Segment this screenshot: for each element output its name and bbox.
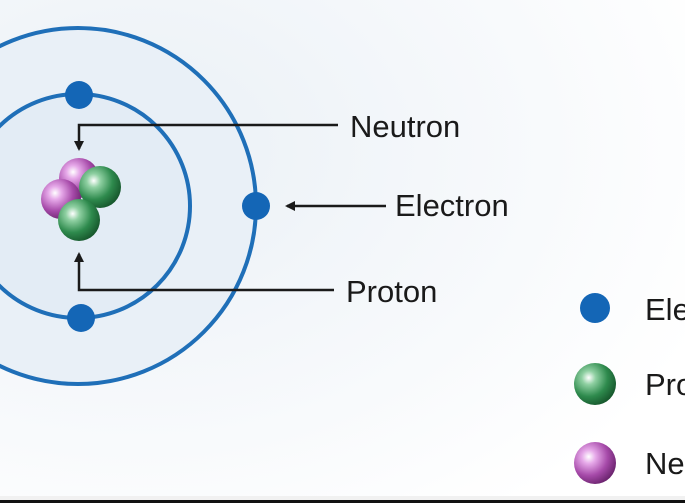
legend-electron-icon xyxy=(580,293,610,323)
legend-proton-icon xyxy=(574,363,616,405)
legend: Ele Pro Ne xyxy=(574,292,685,484)
electron-label: Electron xyxy=(395,188,509,223)
proton-particle xyxy=(58,199,100,241)
proton-pointer xyxy=(74,252,334,292)
legend-neutron-label: Ne xyxy=(645,446,685,481)
neutron-label: Neutron xyxy=(350,109,460,144)
legend-neutron-icon xyxy=(574,442,616,484)
electron-bottom xyxy=(67,304,95,332)
electron-right xyxy=(242,192,270,220)
neutron-pointer xyxy=(74,123,338,151)
proton-label: Proton xyxy=(346,274,437,309)
legend-proton-label: Pro xyxy=(645,367,685,402)
nucleus xyxy=(41,158,121,241)
electron-top xyxy=(65,81,93,109)
proton-particle xyxy=(79,166,121,208)
legend-electron-label: Ele xyxy=(645,292,685,327)
bottom-border xyxy=(0,496,685,503)
